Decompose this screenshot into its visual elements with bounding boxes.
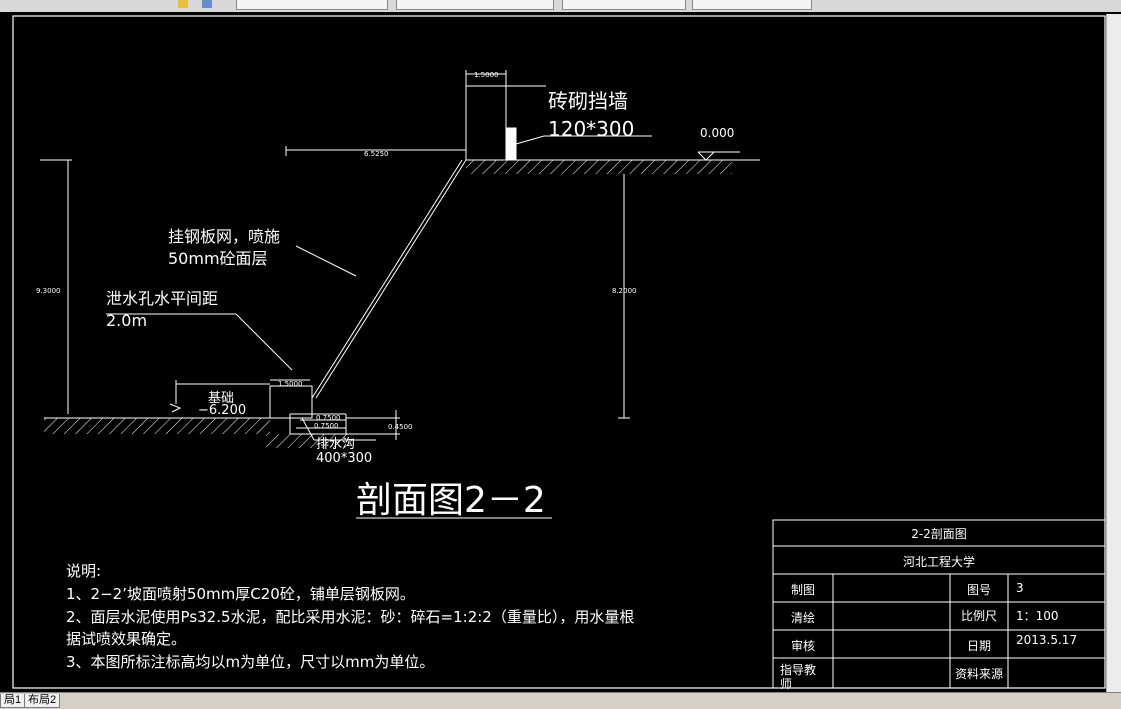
ground-hatch-top: [466, 160, 732, 174]
base-level: −6.200: [198, 403, 246, 418]
drain-hole-leader: [235, 313, 293, 371]
tb-row2-label: 清绘: [791, 610, 815, 625]
tb-row3-label2: 日期: [967, 639, 991, 653]
section-drawing: [40, 70, 760, 448]
vertical-scrollbar[interactable]: [1106, 14, 1121, 692]
tb-row4-label: 指导教 师: [780, 662, 820, 691]
note-1: 1、2−2’坡面喷射50mm厚C20砼，铺单层钢板网。: [66, 585, 415, 603]
note-2-cont: 据试喷效果确定。: [66, 630, 186, 648]
tb-row1-label2: 图号: [967, 583, 991, 597]
tb-row3-value2: 2013.5.17: [1016, 633, 1077, 647]
slope-label-line2: 50mm砼面层: [168, 249, 268, 268]
drawing-title: 剖面图2－2: [356, 480, 546, 521]
dim-wall-width: 1.5000: [474, 71, 499, 79]
tb-organization: 河北工程大学: [903, 554, 975, 569]
layer-icon[interactable]: [178, 0, 188, 8]
ditch-size: 400*300: [316, 451, 372, 466]
brick-wall: [465, 85, 507, 161]
slope-line-inner: [311, 159, 463, 399]
level-marker: [697, 151, 716, 161]
drain-hole-label-line1: 泄水孔水平间距: [106, 289, 218, 308]
tb-row2-value2: 1：100: [1016, 609, 1059, 623]
slope-line-outer: [315, 159, 467, 399]
tb-row1-label: 制图: [791, 583, 815, 597]
tab-layout2[interactable]: 布局2: [24, 694, 61, 708]
tab-layout1[interactable]: 局1: [0, 694, 26, 708]
tb-row2-label2: 比例尺: [961, 609, 997, 623]
base-break-mark: [169, 403, 182, 413]
cube-icon[interactable]: [202, 0, 212, 8]
dim-ditch-a: 0.7500: [316, 414, 341, 422]
slope-leader: [295, 245, 357, 277]
dim-left-height: 9.3000: [36, 287, 61, 295]
dim-ditch-depth: 0.4500: [388, 423, 413, 431]
ditch-hatch: [266, 434, 354, 448]
dim-top-offset: 6.5250: [364, 150, 389, 158]
tb-row3-label: 审核: [791, 638, 815, 653]
note-2: 2、面层水泥使用Ps32.5水泥，配比采用水泥：砂：碎石=1:2:2（重量比），…: [66, 608, 634, 626]
color-dropdown[interactable]: [396, 0, 554, 10]
drain-hole-label-line2: 2.0m: [106, 311, 147, 330]
tb-row4-label-part1: 指导教: [780, 662, 816, 677]
dim-base-width: 1.5000: [278, 380, 303, 388]
wall-size: 120*300: [548, 117, 634, 141]
base-label: 基础: [208, 391, 234, 406]
title-block: 2-2剖面图 河北工程大学 制图 图号 3 清绘 比例尺 1：100 审核 日期…: [772, 519, 1106, 691]
tb-row4-label-part2: 师: [780, 677, 792, 691]
lineweight-dropdown[interactable]: [692, 0, 812, 10]
slope-label-line1: 挂钢板网，喷施: [168, 227, 280, 246]
wall-label: 砖砌挡墙: [548, 89, 628, 113]
drawing-frame: [12, 15, 1106, 689]
foundation: [269, 385, 313, 419]
dim-ditch-b: 0.7500: [314, 422, 339, 430]
note-3: 3、本图所标注标高均以m为单位，尺寸以mm为单位。: [66, 653, 434, 671]
layout-tabs: 局1 布局2: [0, 692, 1121, 709]
ground-level: 0.000: [700, 126, 734, 140]
notes-heading: 说明:: [66, 562, 101, 580]
layer-dropdown[interactable]: [236, 0, 388, 10]
ditch-label: 排水沟: [316, 437, 355, 452]
tb-row1-value2: 3: [1016, 581, 1024, 595]
linetype-dropdown[interactable]: [562, 0, 686, 10]
ground-hatch-bottom: [44, 418, 270, 434]
wall-cap: [505, 127, 517, 161]
dim-right-height: 8.2000: [612, 287, 637, 295]
tb-drawing-name: 2-2剖面图: [911, 527, 967, 541]
tb-row4-label2: 资料来源: [955, 667, 1003, 681]
drawing-canvas[interactable]: 砖砌挡墙 120*300 0.000 挂钢板网，喷施 50mm砼面层 泄水孔水平…: [0, 12, 1121, 692]
